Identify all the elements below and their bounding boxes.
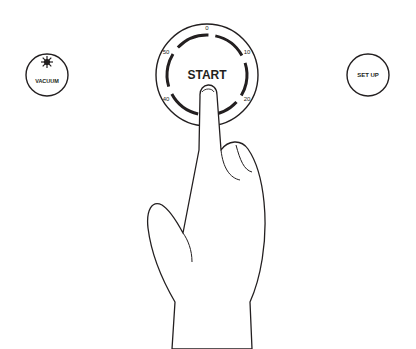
dial-number: 0 xyxy=(205,25,208,31)
button-label: SET UP xyxy=(357,72,379,78)
button-circle xyxy=(26,54,68,96)
button-circle xyxy=(156,24,258,126)
button-label: START xyxy=(187,69,226,81)
fingernail xyxy=(202,89,214,92)
button-circle xyxy=(347,54,389,96)
setup-button: SET UP xyxy=(346,53,390,97)
hand-outline xyxy=(148,85,265,349)
dial-number: 20 xyxy=(244,96,251,102)
thumb-crease xyxy=(183,233,192,262)
dial-number: 10 xyxy=(244,49,251,55)
sun-icon xyxy=(41,56,53,68)
button-label: VACUUM xyxy=(35,79,59,85)
knuckle-line xyxy=(221,150,240,180)
knuckle-line xyxy=(236,145,252,172)
dial-number: 50 xyxy=(163,49,170,55)
dial-number: 40 xyxy=(163,96,170,102)
